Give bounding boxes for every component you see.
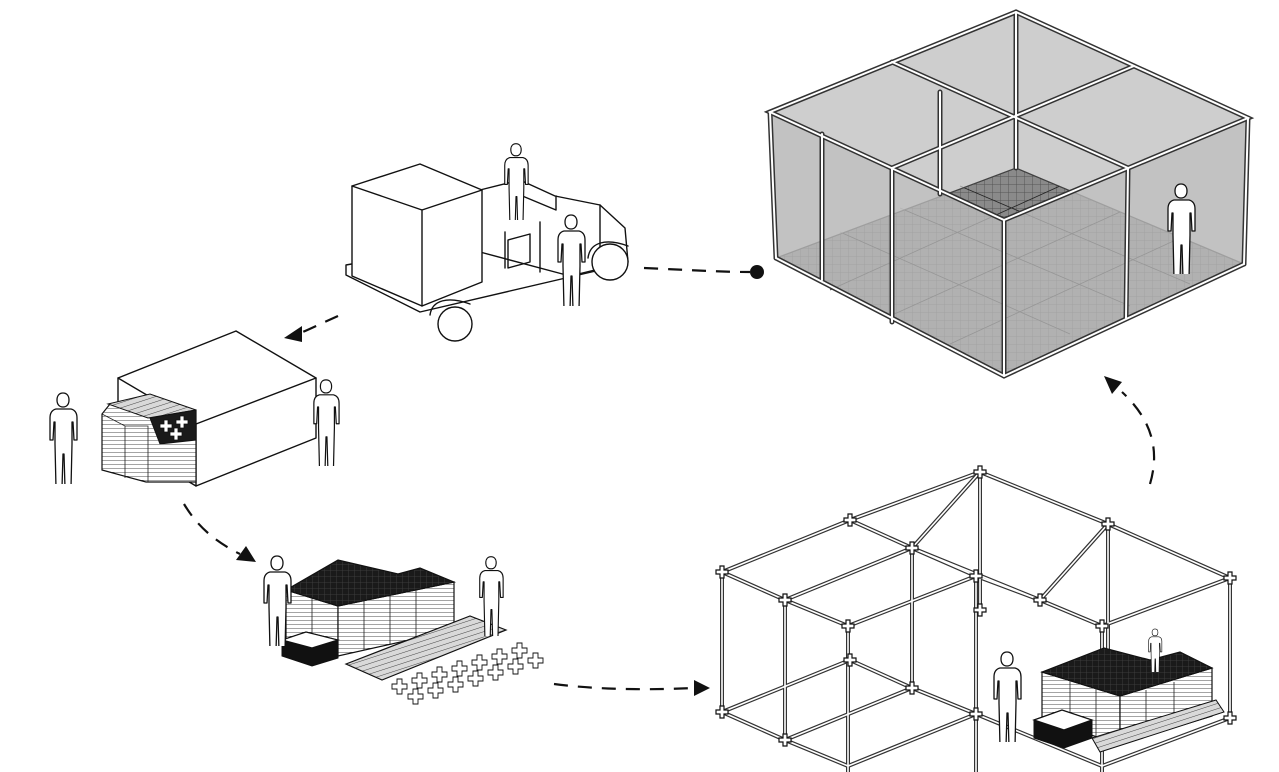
- frame-connector: [843, 513, 857, 527]
- frame-connector: [1101, 517, 1115, 531]
- connector-pieces: [391, 642, 544, 705]
- step-finished-enclosure: [763, 9, 1255, 379]
- frame-connector: [715, 705, 729, 719]
- frame-joints: [715, 465, 1237, 747]
- frame-connector: [969, 707, 983, 721]
- arrow-truck-to-container: [284, 314, 339, 342]
- arrowhead-icon: [694, 680, 710, 696]
- frame-connector: [778, 593, 792, 607]
- step-unloaded-container: [49, 330, 340, 487]
- arrow-origin-dot: [750, 265, 764, 279]
- person-icon: [49, 392, 78, 484]
- frame-connector: [778, 733, 792, 747]
- person-icon: [313, 379, 340, 466]
- arrow-frame-to-enclosure: [1104, 376, 1156, 485]
- arrowhead-icon: [1104, 376, 1122, 394]
- arrow-enclosure-to-truck: [643, 265, 764, 279]
- step-unpacked-components: [263, 555, 544, 705]
- flow-arrows: [183, 265, 1156, 696]
- step-frame-assembly: [715, 465, 1237, 772]
- frame-connector: [841, 619, 855, 633]
- frame-connector: [973, 603, 987, 617]
- frame-connector: [905, 541, 919, 555]
- frame-connector: [905, 681, 919, 695]
- arrowhead-icon: [284, 326, 302, 342]
- frame-connector: [1033, 593, 1047, 607]
- arrow-components-to-frame: [553, 680, 710, 696]
- arrow-container-to-components: [183, 503, 256, 562]
- frame-connector: [973, 465, 987, 479]
- frame-connector: [843, 653, 857, 667]
- frame-connector: [1095, 619, 1109, 633]
- frame-connector: [715, 565, 729, 579]
- frame-connector: [1223, 711, 1237, 725]
- frame-connector: [1223, 571, 1237, 585]
- arrowhead-icon: [236, 546, 256, 562]
- step-delivery-truck: [345, 143, 629, 342]
- frame-connector: [969, 569, 983, 583]
